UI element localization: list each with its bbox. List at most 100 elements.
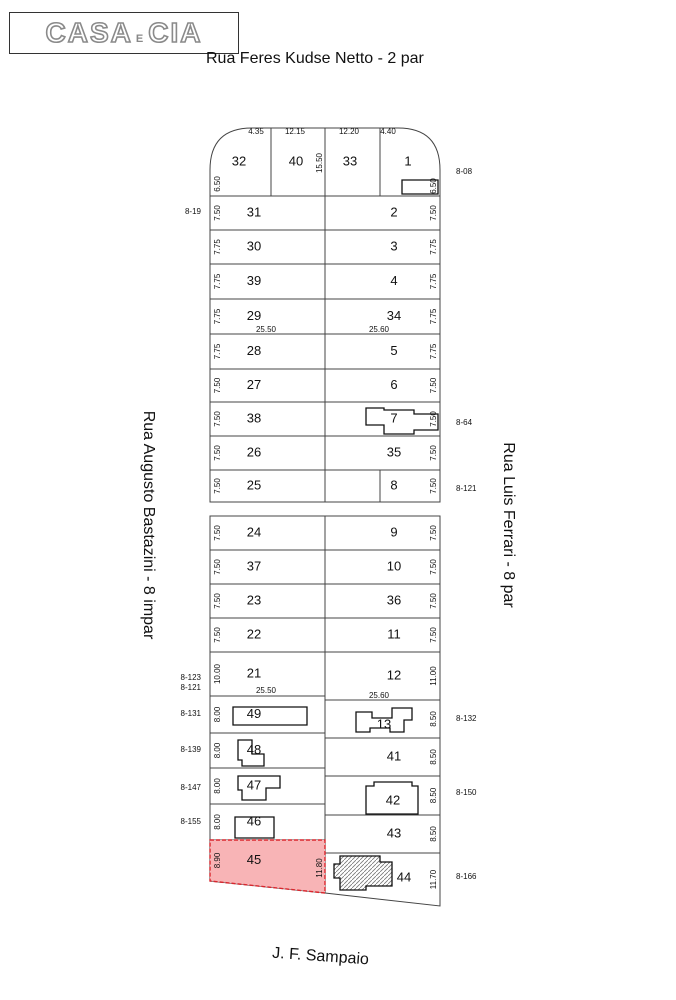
lot-number: 39	[247, 273, 261, 288]
lot-number: 48	[247, 742, 261, 757]
dimension-label: 25.50	[256, 686, 277, 695]
dimension-label: 7.50	[429, 627, 438, 643]
lot-number: 24	[247, 524, 261, 539]
dimension-label: 7.50	[429, 478, 438, 494]
dimension-label: 7.50	[429, 205, 438, 221]
lot-number: 32	[232, 153, 246, 168]
dimension-label: 7.50	[213, 377, 222, 393]
dimension-label: 25.60	[369, 691, 390, 700]
dimension-label: 7.50	[429, 525, 438, 541]
lot-number: 35	[387, 444, 401, 459]
dimension-label: 11.70	[429, 869, 438, 889]
lot-number: 25	[247, 477, 261, 492]
lot-number: 44	[397, 869, 411, 884]
dimension-label: 7.50	[213, 445, 222, 461]
lot-number: 9	[390, 524, 397, 539]
lot-number: 37	[247, 558, 261, 573]
lot-number: 22	[247, 626, 261, 641]
dimension-label: 7.75	[429, 308, 438, 324]
dimension-label: 4.35	[248, 127, 264, 136]
lot-number: 5	[390, 343, 397, 358]
lot-number: 31	[247, 204, 261, 219]
dimension-label: 7.75	[213, 308, 222, 324]
lot-number: 1	[404, 153, 411, 168]
house-number: 8-121	[456, 484, 477, 493]
house-number: 8-64	[456, 418, 473, 427]
dimension-label: 7.75	[213, 343, 222, 359]
dimension-label: 25.60	[369, 325, 390, 334]
lot-number: 43	[387, 825, 401, 840]
dimension-label: 4.40	[380, 127, 396, 136]
building-outline	[365, 781, 419, 815]
house-number: 8-139	[181, 745, 202, 754]
dimension-label: 8.50	[429, 787, 438, 803]
house-number: 8-155	[181, 817, 202, 826]
dimension-label: 7.50	[213, 411, 222, 427]
dimension-label: 15.50	[315, 152, 324, 173]
lot-number: 33	[343, 153, 357, 168]
lot-number: 6	[390, 377, 397, 392]
lot-number: 42	[386, 792, 400, 807]
lot-number: 23	[247, 592, 261, 607]
dimension-label: 7.50	[213, 593, 222, 609]
dimension-label: 8.50	[429, 711, 438, 727]
dimension-label: 7.50	[429, 445, 438, 461]
lower-block-outline	[209, 515, 441, 907]
dimension-label: 6.50	[429, 178, 438, 194]
dimension-label: 7.50	[429, 593, 438, 609]
house-number: 8-123	[181, 673, 202, 682]
lot-number: 21	[247, 665, 261, 680]
lot-number: 29	[247, 308, 261, 323]
house-number: 8-19	[185, 207, 202, 216]
lot-number: 46	[247, 813, 261, 828]
lot-number: 49	[247, 706, 261, 721]
house-number: 8-121	[181, 683, 202, 692]
dimension-label: 7.50	[213, 559, 222, 575]
lot-number: 12	[387, 667, 401, 682]
dimension-label: 7.75	[429, 343, 438, 359]
building-outline	[234, 816, 275, 839]
dimension-label: 8.00	[213, 706, 222, 722]
lot-number: 45	[247, 852, 261, 867]
house-number: 8-132	[456, 714, 477, 723]
dimension-label: 10.00	[213, 663, 222, 684]
house-number: 8-08	[456, 167, 473, 176]
street-top: Rua Feres Kudse Netto - 2 par	[206, 50, 424, 67]
dimension-label: 7.75	[429, 273, 438, 289]
lot-number: 10	[387, 558, 401, 573]
building-outline	[401, 179, 439, 195]
lot-number: 27	[247, 377, 261, 392]
dimension-label: 6.50	[213, 176, 222, 192]
lot-number: 4	[390, 273, 397, 288]
lot-number: 2	[390, 204, 397, 219]
lot-number: 8	[390, 477, 397, 492]
dimension-label: 8.90	[213, 852, 222, 868]
dimension-label: 8.00	[213, 742, 222, 758]
building-outline	[355, 707, 413, 733]
upper-block-outline	[209, 127, 441, 503]
building-outline	[232, 706, 308, 726]
dimension-label: 8.00	[213, 814, 222, 830]
dimension-label: 7.50	[213, 627, 222, 643]
dimension-label: 7.75	[213, 239, 222, 255]
dimension-label: 7.75	[213, 273, 222, 289]
house-number: 8-166	[456, 872, 477, 881]
building-outline-hatched	[333, 855, 393, 891]
lot-number: 26	[247, 444, 261, 459]
dimension-label: 7.50	[213, 525, 222, 541]
dimension-label: 8.50	[429, 749, 438, 765]
lot-number: 28	[247, 343, 261, 358]
dimension-label: 7.75	[429, 239, 438, 255]
lot-number: 36	[387, 592, 401, 607]
dimension-label: 8.00	[213, 778, 222, 794]
house-number: 8-147	[181, 783, 202, 792]
lot-number: 7	[390, 410, 397, 425]
lot-number: 40	[289, 153, 303, 168]
dimension-label: 12.15	[285, 127, 306, 136]
building-outline	[237, 775, 281, 801]
lot-number: 13	[377, 716, 391, 731]
dimension-label: 7.50	[429, 377, 438, 393]
